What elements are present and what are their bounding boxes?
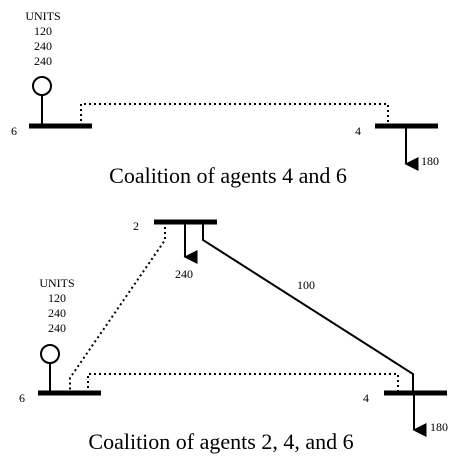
caption: Coalition of agents 2, 4, and 6 [88, 429, 353, 454]
unit-value: 240 [48, 306, 66, 320]
units-header: UNITS [25, 9, 60, 23]
load-value: 240 [175, 267, 193, 281]
caption: Coalition of agents 4 and 6 [109, 163, 347, 188]
unit-value: 120 [34, 24, 52, 38]
bus-6-label: 6 [11, 124, 17, 138]
unit-value: 240 [34, 54, 52, 68]
unit-value: 120 [48, 291, 66, 305]
unit-value: 240 [34, 39, 52, 53]
generator-icon [32, 76, 52, 96]
dotted-line-2-6 [69, 222, 166, 393]
line-value: 100 [297, 278, 315, 292]
generator-icon [40, 344, 60, 364]
bus-4-label: 4 [355, 124, 361, 138]
unit-value: 240 [48, 321, 66, 335]
load-value: 180 [430, 420, 448, 434]
bus-2-label: 2 [133, 219, 139, 233]
dotted-tie-line [80, 103, 389, 126]
load-value: 180 [421, 154, 439, 168]
units-header: UNITS [39, 276, 74, 290]
top-coalition-diagram: UNITS 120 240 240 6 4 180 Coalition of a… [11, 9, 439, 188]
bottom-coalition-diagram: 2 240 100 UNITS 120 240 240 6 4 180 Coal… [19, 219, 448, 454]
bus-4-label: 4 [363, 391, 369, 405]
solid-line-2-4 [202, 222, 414, 393]
dotted-tie-line [87, 373, 399, 393]
bus-6-label: 6 [19, 391, 25, 405]
